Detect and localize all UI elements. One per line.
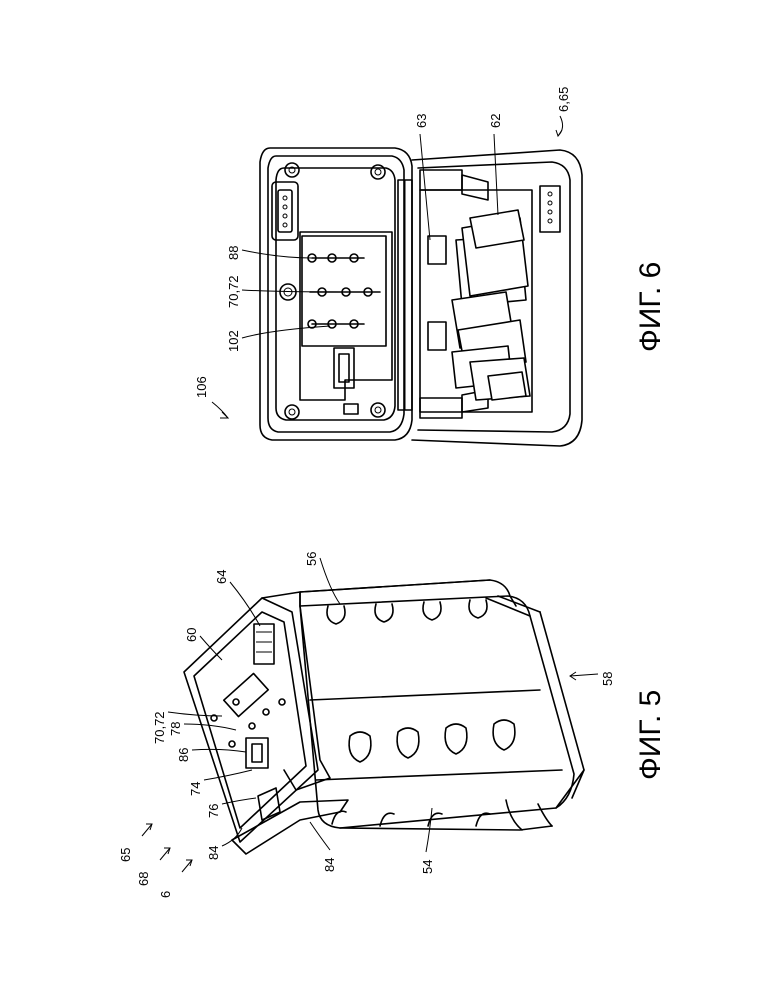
fig5-label-78: 78 <box>168 722 183 736</box>
fig5-label-54: 54 <box>420 860 435 874</box>
fig5-label-84-top: 84 <box>206 846 221 860</box>
fig5-label-64: 64 <box>214 570 229 584</box>
fig5-label-68: 68 <box>136 872 151 886</box>
fig5-label-65: 65 <box>118 848 133 862</box>
fig6-label-62: 62 <box>488 114 503 128</box>
fig6-label-6-65: 6,65 <box>556 87 571 112</box>
figure-5-drawing <box>184 580 584 854</box>
fig5-label-60: 60 <box>184 628 199 642</box>
fig5-label-76: 76 <box>206 804 221 818</box>
fig5-caption: ФИГ. 5 <box>634 690 667 780</box>
fig5-label-74: 74 <box>188 782 203 796</box>
fig5-label-84-bottom: 84 <box>322 858 337 872</box>
fig5-label-70-72: 70,72 <box>152 711 167 744</box>
fig6-label-70-72: 70,72 <box>226 275 241 308</box>
fig6-label-106: 106 <box>194 376 209 398</box>
fig5-label-56: 56 <box>304 552 319 566</box>
figure-6-drawing <box>260 148 582 446</box>
fig6-label-102: 102 <box>226 330 241 352</box>
fig5-label-86: 86 <box>176 748 191 762</box>
fig5-label-58: 58 <box>600 672 615 686</box>
fig5-label-6: 6 <box>158 891 173 898</box>
fig6-label-88: 88 <box>226 246 241 260</box>
fig6-label-63: 63 <box>414 114 429 128</box>
fig6-caption: ФИГ. 6 <box>634 262 667 352</box>
